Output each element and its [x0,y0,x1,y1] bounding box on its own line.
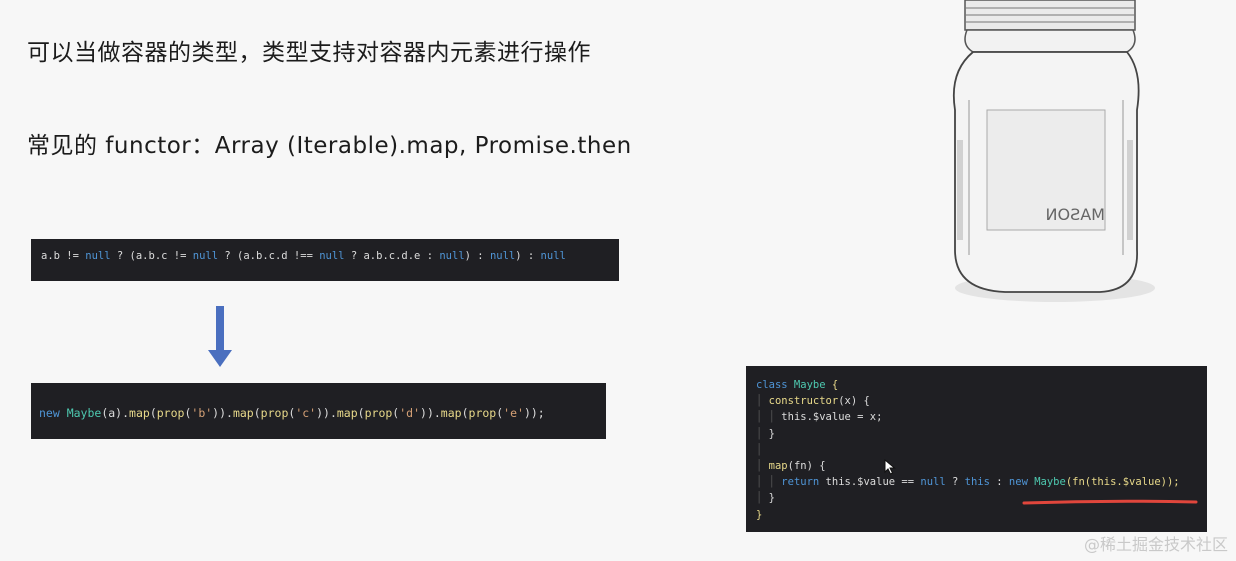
code-token: : [989,476,1009,489]
code-line-5: │ [756,443,763,456]
watermark: @稀土掘金技术社区 [1083,535,1228,554]
code-token: prop [468,406,497,420]
code-line-8: │ } [756,492,775,505]
code-token: this.$value = x; [781,411,883,424]
code-line-9: } [756,507,1197,523]
code-token: null [540,250,566,262]
code-token: prop [364,406,393,420]
code-token: class [756,379,788,391]
code-token: ) [515,250,522,262]
code-line-1: class Maybe { [756,377,1197,393]
code-block-before: a.b != null ? (a.b.c != null ? (a.b.c.d … [31,239,619,281]
code-token: new [1008,476,1028,489]
code-block-maybe-class: class Maybe { │ constructor(x) { │ │ this.… [746,366,1207,532]
code-token: new [39,406,60,420]
code-token: null [192,250,219,262]
code-token: map [336,406,358,420]
slide-heading-1: 可以当做容器的类型，类型支持对容器内元素进行操作 [27,40,591,66]
code-token: map [232,406,254,420]
code-token: constructor [768,395,839,408]
code-token: Maybe [787,379,826,391]
slide-heading-2: 常见的 functor：Array (Iterable).map, Promis… [27,133,632,159]
code-token: this [964,476,990,489]
code-token: this.$value == [819,476,921,489]
code-token: null [439,250,465,262]
svg-text:MASON: MASON [1046,205,1105,224]
code-token: : [521,250,541,262]
code-token: map [129,406,150,420]
code-token: ) [464,250,471,262]
code-token: !== [287,250,320,262]
code-token: ? [344,250,364,262]
code-token: != [59,250,86,262]
code-token: (x) { [838,395,870,408]
code-line-7: │ │ return this.$value == null ? this : … [756,476,1180,489]
highlight-underline [1022,499,1198,505]
code-token: null [319,250,345,262]
code-token: prop [260,406,289,420]
code-token: } [768,427,775,440]
code-line-4: │ } [756,427,775,440]
code-token: null [920,476,946,489]
code-token: map [768,460,788,473]
code-token: null [489,250,516,262]
code-token: return [781,476,820,489]
mouse-cursor-icon [884,459,896,475]
code-token: (a.b.c.d [237,250,288,262]
down-arrow-icon [208,306,232,367]
code-token: } [756,508,763,521]
code-token: prop [156,406,185,420]
code-token: (fn) { [787,460,826,473]
code-token: (a.b.c [129,250,168,262]
code-line-3: │ │ this.$value = x; [756,411,883,424]
code-line-6: │ map(fn) { [756,460,826,473]
code-line-2: │ constructor(x) { [756,395,870,408]
code-token: : [470,250,490,262]
code-token: ? [218,250,238,262]
code-token: Maybe [59,406,102,420]
code-token: map [440,406,462,420]
code-token: Maybe [1027,476,1066,489]
code-token: a.b [41,250,60,262]
mason-jar-illustration: MASON [952,0,1155,302]
code-token: } [768,492,775,505]
code-token: null [85,250,111,262]
code-token: { [825,379,839,391]
code-token: != [167,250,193,262]
code-block-after: new Maybe(a).map(prop('b')).map(prop('c'… [31,383,606,439]
code-token: (fn(this.$value)); [1065,476,1180,489]
code-token: a.b.c.d.e [363,250,421,262]
code-token: : [420,250,440,262]
code-token: ? [110,250,130,262]
code-token: ? [945,476,965,489]
